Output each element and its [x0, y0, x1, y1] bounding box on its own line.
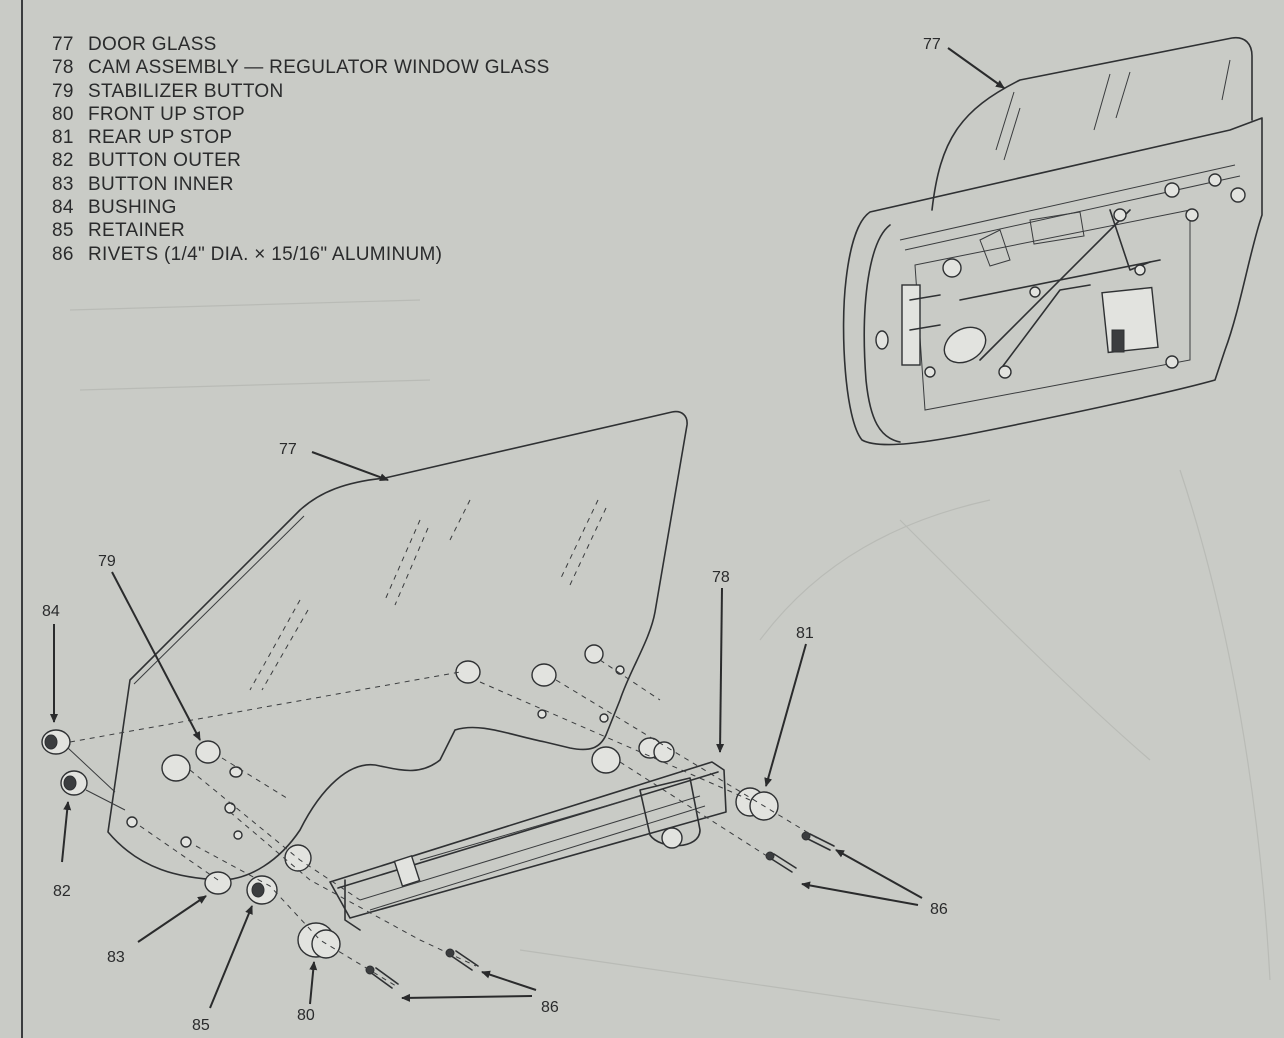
hardware-parts: [41, 644, 835, 989]
callout-arrows: [50, 47, 1005, 1009]
door-glass: [107, 410, 688, 881]
callout-86-bottom: 86: [541, 999, 559, 1016]
bleed-through: [69, 299, 1271, 1021]
callout-labels: 77 77 78 79 81 84 82 83 85 80 86 86: [42, 36, 948, 1034]
callout-80: 80: [297, 1007, 315, 1024]
callout-84: 84: [42, 603, 60, 620]
callout-77-main: 77: [279, 441, 297, 458]
door-shell: [842, 117, 1263, 446]
door-glass-raised: [931, 36, 1253, 211]
glass-outline: [107, 410, 688, 881]
callout-81: 81: [796, 625, 814, 642]
cam-assembly: [329, 761, 727, 931]
callout-85: 85: [192, 1017, 210, 1034]
callout-82: 82: [53, 883, 71, 900]
callout-77-top: 77: [923, 36, 941, 53]
callout-78: 78: [712, 569, 730, 586]
callout-83: 83: [107, 949, 125, 966]
callout-86-right: 86: [930, 901, 948, 918]
callout-79: 79: [98, 553, 116, 570]
door-assembly: [842, 36, 1263, 446]
